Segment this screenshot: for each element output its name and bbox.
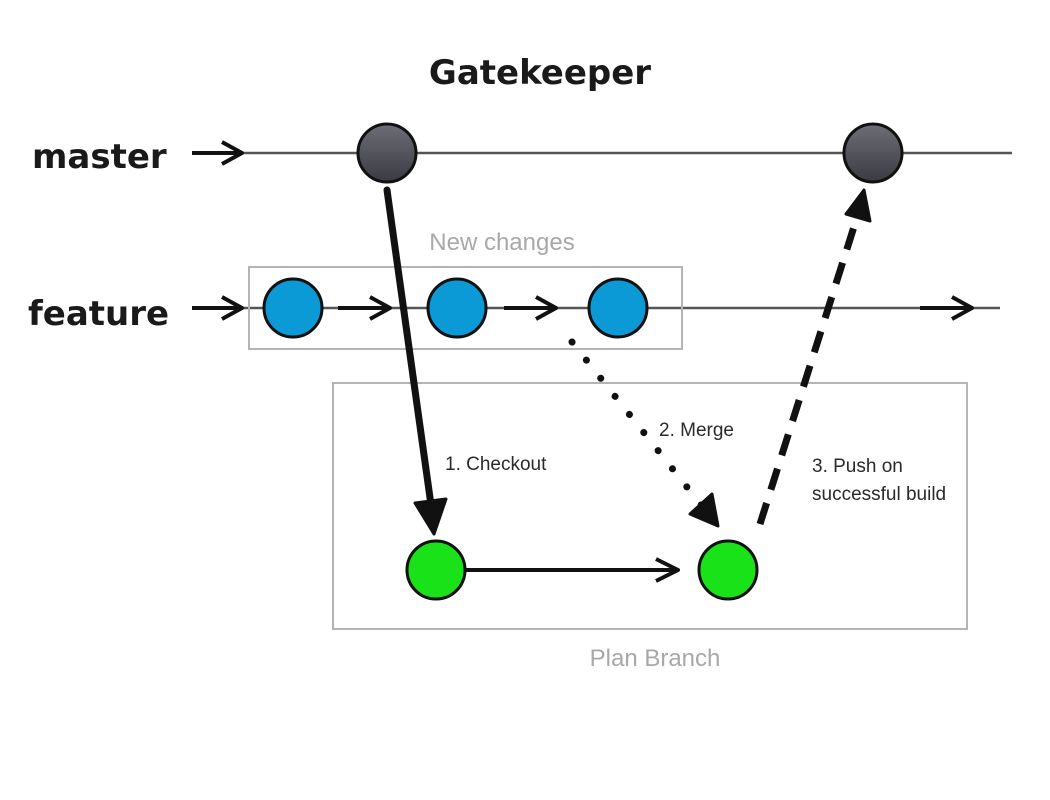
new-changes-caption: New changes [429, 229, 574, 256]
feature-commit-node [262, 277, 324, 339]
feature-entry-arrow-icon [192, 295, 244, 321]
master-entry-arrow-icon [192, 140, 244, 166]
branch-label-feature: feature [28, 294, 169, 334]
feature-end-arrow-icon [920, 295, 974, 321]
push-arrow [756, 212, 862, 526]
feature-commit-node [587, 277, 649, 339]
step-push-label-line2: successful build [812, 484, 946, 505]
plan-commit-node [405, 539, 467, 601]
plan-branch-arrow-icon [466, 557, 680, 583]
feature-arrow-2-icon [504, 295, 558, 321]
diagram-title: Gatekeeper [429, 53, 651, 93]
step-merge-label: 2. Merge [659, 420, 734, 441]
branch-label-master: master [32, 137, 167, 177]
new-changes-box [248, 266, 683, 350]
plan-commit-node [697, 539, 759, 601]
checkout-arrow [383, 186, 436, 516]
plan-branch-caption: Plan Branch [590, 645, 721, 672]
step-push-label-line1: 3. Push on [812, 456, 903, 477]
feature-arrow-1-icon [338, 295, 392, 321]
step-checkout-label: 1. Checkout [445, 454, 547, 475]
master-commit-node [842, 122, 904, 184]
plan-branch-box [332, 382, 968, 630]
feature-commit-node [426, 277, 488, 339]
master-commit-node [356, 122, 418, 184]
checkout-arrow-head-icon [413, 497, 448, 536]
push-arrow-head-icon [844, 188, 872, 223]
merge-arrow-head-icon [688, 492, 720, 528]
